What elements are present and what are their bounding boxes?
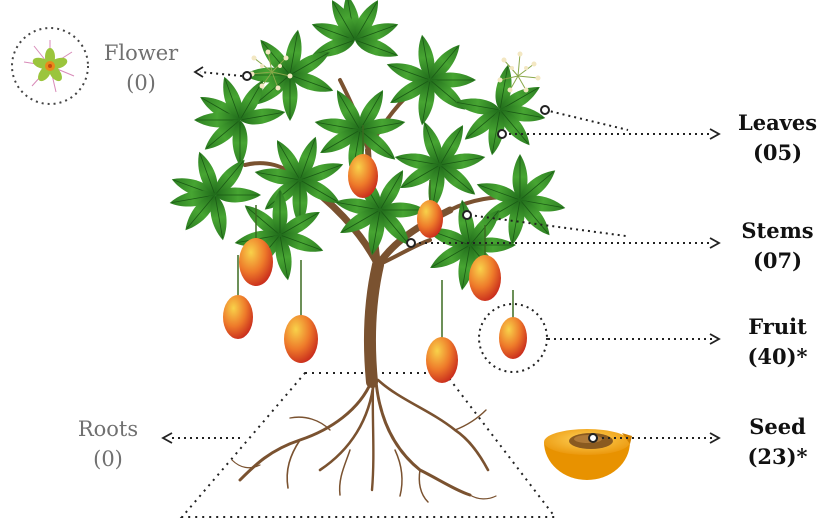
fruit-label-name: Fruit — [730, 312, 825, 342]
mango-fruit — [223, 295, 253, 339]
stems-label: Stems (07) — [730, 216, 825, 276]
roots-group — [232, 380, 496, 502]
seed-illustration — [544, 429, 632, 480]
flower-label-count: (0) — [96, 68, 186, 98]
mango-fruit — [348, 154, 378, 198]
roots-label: Roots (0) — [68, 414, 148, 474]
stems-label-count: (07) — [730, 246, 825, 276]
flower-label-name: Flower — [96, 38, 186, 68]
seed-label: Seed (23)* — [730, 412, 825, 472]
seed-anchor-dot — [589, 434, 597, 442]
leaves-anchor-dot — [498, 130, 506, 138]
flower-label: Flower (0) — [96, 38, 186, 98]
leaves-label: Leaves (05) — [730, 108, 825, 168]
flower-anchor-dot — [243, 72, 251, 80]
mango-fruit — [417, 200, 443, 238]
leaves-label-name: Leaves — [730, 108, 825, 138]
connector-anchor-points — [243, 72, 597, 442]
mango-fruit — [469, 255, 501, 301]
leaves-label-count: (05) — [730, 138, 825, 168]
fruit-label: Fruit (40)* — [730, 312, 825, 372]
stems-anchor-dot — [463, 211, 471, 219]
fruit-label-count: (40)* — [730, 342, 825, 372]
mango-fruit — [499, 317, 527, 359]
stems-anchor-dot — [407, 239, 415, 247]
roots-label-count: (0) — [68, 444, 148, 474]
seed-label-count: (23)* — [730, 442, 825, 472]
flower-detail-icon — [12, 28, 88, 104]
stems-label-name: Stems — [730, 216, 825, 246]
mango-fruit — [426, 337, 458, 383]
roots-label-name: Roots — [68, 414, 148, 444]
mango-fruit — [284, 315, 318, 363]
seed-label-name: Seed — [730, 412, 825, 442]
roots-outline — [182, 373, 555, 517]
leaves-anchor-dot — [541, 106, 549, 114]
mango-fruit — [239, 238, 273, 286]
